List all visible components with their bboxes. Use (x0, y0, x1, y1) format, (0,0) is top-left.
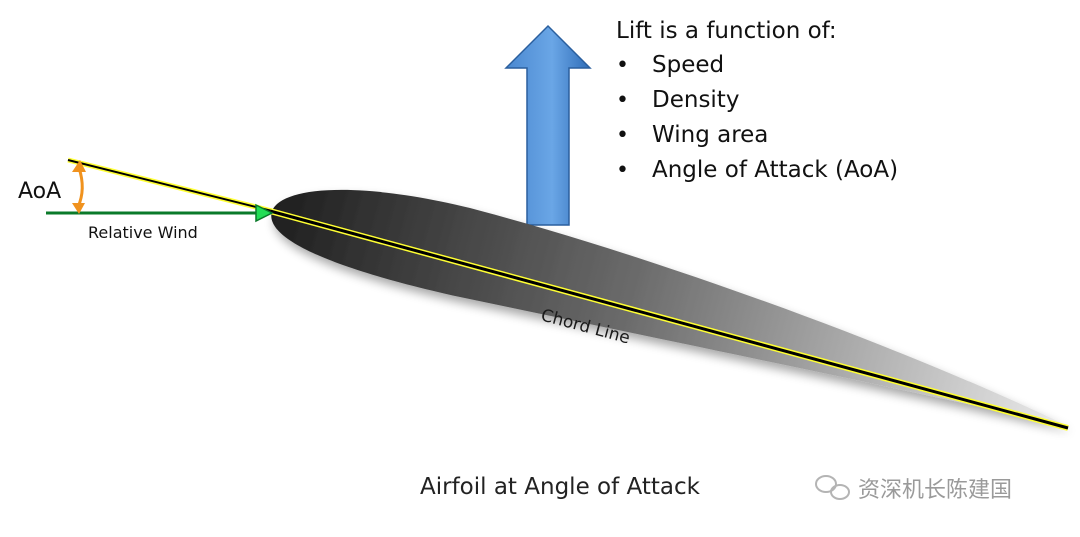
bullet-1: • (616, 88, 629, 113)
chord-extension-line-core (67, 159, 273, 212)
aoa-arc (76, 167, 84, 208)
bullet-0: • (616, 53, 629, 78)
aoa-arc-arrowhead-top (72, 160, 86, 172)
lift-arrow (504, 24, 592, 226)
chord-line (269, 209, 1069, 430)
aoa-label: AoA (18, 179, 61, 204)
diagram-caption: Airfoil at Angle of Attack (420, 474, 701, 500)
lift-factor-item: Angle of Attack (AoA) (652, 157, 898, 183)
aoa-arc-arrowhead-bottom (72, 203, 85, 214)
relative-wind-label: Relative Wind (88, 223, 198, 242)
lift-heading: Lift is a function of: (616, 18, 837, 44)
wechat-icon (815, 475, 850, 500)
lift-factor-item: Speed (652, 52, 724, 78)
lift-factor-item: Density (652, 87, 739, 113)
watermark: 资深机长陈建国 (815, 475, 1012, 503)
bullet-2: • (616, 123, 629, 148)
airfoil-shape (271, 189, 1068, 426)
bullet-3: • (616, 158, 629, 183)
lift-factor-item: Wing area (652, 122, 768, 148)
relative-wind-arrowhead (255, 203, 274, 223)
watermark-text: 资深机长陈建国 (858, 478, 1012, 503)
lift-factor-list: • Speed • Density • Wing area • Angle of… (616, 52, 898, 183)
